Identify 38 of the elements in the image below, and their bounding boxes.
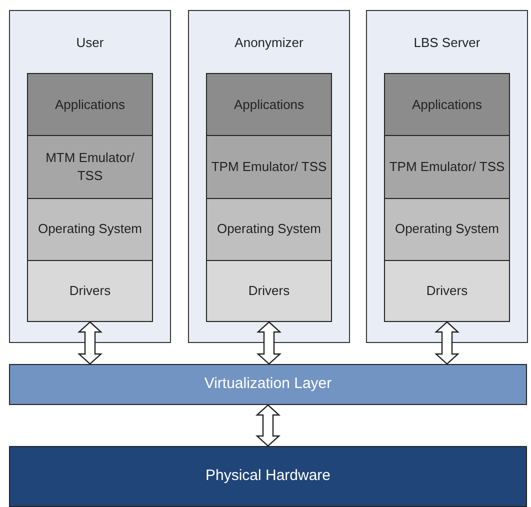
layer-bar — [9, 364, 527, 405]
layer-box — [27, 73, 153, 136]
layer-label: Operating System — [394, 220, 500, 238]
double-arrow — [255, 404, 281, 447]
layer-label: Operating System — [38, 220, 142, 238]
layer-label: Applications — [54, 96, 126, 114]
layer-label: Operating System — [216, 220, 322, 238]
double-arrow — [256, 321, 282, 365]
panel-title: LBS Server — [414, 34, 480, 52]
layer-label: TPM Emulator/ TSS — [389, 158, 505, 176]
panel-title: Anonymizer — [234, 34, 304, 52]
double-arrow — [77, 321, 103, 365]
layer-box — [384, 198, 510, 261]
layer-label: Drivers — [426, 282, 468, 300]
layer-box — [27, 198, 153, 261]
machine-panel — [9, 10, 171, 343]
layer-label: Drivers — [69, 282, 111, 300]
layer-label: Applications — [412, 96, 482, 114]
layer-box — [384, 135, 510, 198]
layer-box — [206, 198, 332, 261]
bar-label: Virtualization Layer — [204, 374, 332, 394]
layer-bar — [9, 446, 527, 507]
layer-box — [206, 73, 332, 136]
layer-box — [384, 73, 510, 136]
layer-box — [206, 135, 332, 198]
layer-label: MTM Emulator/ TSS — [44, 148, 136, 185]
layer-label: Drivers — [248, 282, 290, 300]
layer-box — [27, 260, 153, 322]
double-arrow — [434, 321, 460, 365]
layer-box — [384, 260, 510, 322]
panel-title: User — [76, 34, 104, 52]
machine-panel — [366, 10, 528, 343]
bar-label: Physical Hardware — [205, 466, 331, 486]
layer-label: Applications — [234, 96, 304, 114]
machine-panel — [188, 10, 350, 343]
layer-box — [27, 135, 153, 198]
layer-box — [206, 260, 332, 322]
layer-label: TPM Emulator/ TSS — [211, 158, 327, 176]
